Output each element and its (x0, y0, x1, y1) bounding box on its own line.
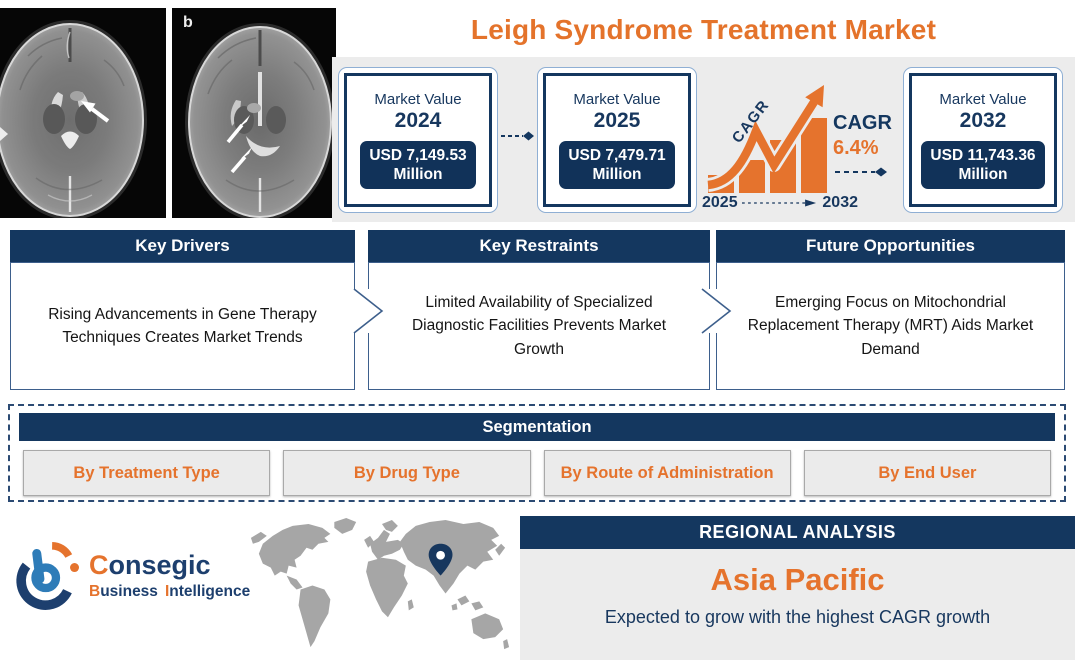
cagr-year-range: 2025 2032 (702, 194, 858, 212)
cagr-growth-chart-icon: CAGR (706, 85, 827, 193)
insight-future-opportunities: Future Opportunities Emerging Focus on M… (716, 230, 1065, 390)
insight-header: Key Drivers (10, 230, 355, 262)
cagr-label: CAGR (833, 112, 892, 134)
segment-item-by-treatment-type: By Treatment Type (23, 450, 271, 496)
insight-key-drivers: Key Drivers Rising Advancements in Gene … (10, 230, 355, 390)
mri-edge-arrow-icon (0, 127, 8, 141)
page-title: Leigh Syndrome Treatment Market (470, 14, 937, 45)
market-value-unit: Million (393, 166, 443, 183)
flow-connector-icon (501, 131, 534, 141)
cagr-value: 6.4% (833, 137, 879, 159)
mri-panel-label: b (183, 14, 193, 31)
insight-key-restraints: Key Restraints Limited Availability of S… (368, 230, 710, 390)
insight-text: Rising Advancements in Gene Therapy Tech… (10, 262, 355, 390)
market-value-pill: USD 11,743.36 Million (921, 140, 1045, 190)
consegic-logo-icon (16, 541, 79, 610)
flow-chevron-icon (350, 288, 390, 334)
market-value-amount: USD 11,743.36 (930, 146, 1036, 164)
market-value-label: Market Value (939, 90, 1027, 108)
market-value-unit: Million (958, 166, 1008, 183)
flow-chevron-icon (698, 288, 738, 334)
market-value-label: Market Value (573, 90, 661, 108)
flow-connector-icon (835, 167, 887, 177)
market-value-card-2032: Market Value 2032 USD 11,743.36 Million (903, 67, 1063, 213)
market-value-year: 2032 (959, 108, 1007, 132)
market-value-year: 2025 (593, 108, 641, 132)
cagr-start-year: 2025 (702, 194, 738, 211)
mri-arrow-icon (230, 147, 252, 174)
segment-item-by-drug-type: By Drug Type (283, 450, 531, 496)
segment-item-by-end-user: By End User (803, 450, 1051, 496)
regional-analysis-header: REGIONAL ANALYSIS (520, 516, 1075, 549)
market-value-unit: Million (592, 166, 642, 183)
region-subtitle: Expected to grow with the highest CAGR g… (604, 607, 991, 627)
mri-scan-b: b (172, 8, 336, 218)
mri-arrow-icon (226, 115, 250, 144)
market-value-pill: USD 7,479.71 Million (559, 140, 675, 190)
market-value-label: Market Value (374, 90, 462, 108)
location-pin-icon (428, 543, 453, 576)
year-range-arrow-icon (741, 199, 816, 207)
mri-arrow-icon (81, 101, 110, 123)
mri-scan-a (0, 8, 166, 218)
insight-text: Limited Availability of Specialized Diag… (368, 262, 710, 390)
market-value-card-2024: Market Value 2024 USD 7,149.53 Million (338, 67, 498, 213)
market-value-amount: USD 7,479.71 (568, 146, 666, 164)
mri-brain-image-a (0, 8, 166, 218)
segmentation-header: Segmentation (19, 413, 1055, 441)
cagr-callout: CAGR 6.4% (833, 112, 899, 178)
insight-text: Emerging Focus on Mitochondrial Replacem… (716, 262, 1065, 390)
region-name: Asia Pacific (710, 562, 885, 597)
insight-header: Key Restraints (368, 230, 710, 262)
logo-company-name: Consegic (89, 550, 211, 580)
segment-item-by-route-of-administration: By Route of Administration (543, 450, 791, 496)
segmentation-section: Segmentation By Treatment Type By Drug T… (8, 404, 1066, 502)
market-value-year: 2024 (394, 108, 442, 132)
market-value-pill: USD 7,149.53 Million (360, 140, 476, 190)
insight-header: Future Opportunities (716, 230, 1065, 262)
regional-analysis-panel: Asia Pacific Expected to grow with the h… (520, 549, 1075, 660)
market-overview-panel: Market Value 2024 USD 7,149.53 Million M… (332, 57, 1075, 222)
cagr-end-year: 2032 (822, 194, 858, 211)
market-value-card-2025: Market Value 2025 USD 7,479.71 Million (537, 67, 697, 213)
market-value-amount: USD 7,149.53 (369, 146, 467, 164)
mri-brain-image-b (172, 8, 336, 218)
world-map (250, 517, 510, 650)
